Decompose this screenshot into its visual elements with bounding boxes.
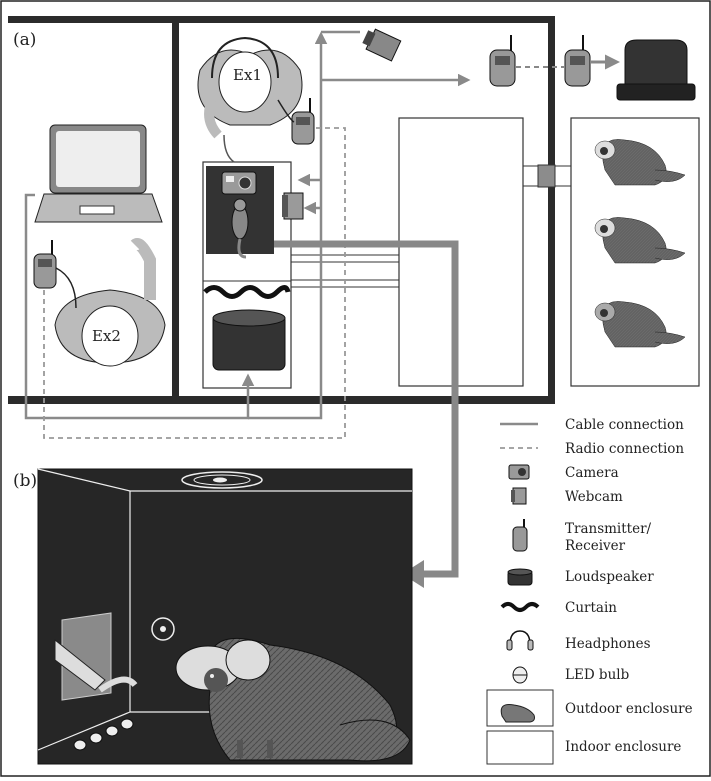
box-monkey bbox=[231, 198, 249, 259]
marmoset-in-room bbox=[175, 637, 411, 762]
legend-curtain: Curtain bbox=[565, 600, 617, 616]
legend-receiver: Receiver bbox=[565, 538, 626, 554]
legend-headphones: Headphones bbox=[565, 636, 651, 652]
legend-led-icon bbox=[512, 666, 528, 684]
cable-lines bbox=[24, 30, 471, 420]
legend-curtain-icon bbox=[500, 602, 540, 612]
panel-a-label: (a) bbox=[13, 30, 36, 50]
legend-cable: Cable connection bbox=[565, 417, 684, 433]
panel-b-label: (b) bbox=[13, 471, 37, 491]
screen-panel bbox=[54, 612, 138, 701]
legend-loudspeaker: Loudspeaker bbox=[565, 569, 654, 585]
loudspeaker-icon bbox=[212, 309, 286, 371]
outdoor-monkey-3 bbox=[594, 301, 686, 348]
legend-camera: Camera bbox=[565, 465, 619, 481]
video-feed-arrowhead bbox=[402, 560, 424, 588]
legend-led: LED bulb bbox=[565, 667, 629, 683]
tunnel bbox=[523, 164, 571, 188]
ceiling-webcam bbox=[362, 28, 402, 62]
experimenter-2: Ex2 bbox=[54, 238, 166, 367]
legend-transmitter: Transmitter/ bbox=[565, 521, 652, 537]
legend-webcam-icon bbox=[511, 487, 527, 505]
video-feed-cable bbox=[274, 240, 459, 578]
radio-lines bbox=[43, 127, 346, 439]
outdoor-monkey-1 bbox=[594, 139, 686, 186]
legend-headphones-icon bbox=[506, 630, 534, 651]
legend-indoor-icon bbox=[486, 730, 554, 765]
wall-led-target bbox=[151, 617, 175, 641]
legend-camera-icon bbox=[508, 464, 530, 480]
legend-loudspeaker-icon bbox=[507, 568, 533, 586]
outdoor-loudspeaker bbox=[616, 39, 696, 101]
transmitter-top-1 bbox=[489, 35, 516, 87]
transmitter-ex2 bbox=[33, 240, 57, 289]
legend: Cable connection Radio connection Camera… bbox=[486, 417, 693, 765]
legend-outdoor: Outdoor enclosure bbox=[565, 701, 693, 717]
legend-radio: Radio connection bbox=[565, 441, 684, 457]
led-bulbs bbox=[73, 718, 134, 751]
camera-icon bbox=[221, 171, 257, 195]
outdoor-monkey-2 bbox=[594, 217, 686, 264]
ex2-label: Ex2 bbox=[92, 327, 121, 345]
curtain-icon bbox=[203, 285, 291, 299]
webcam-icon bbox=[282, 192, 304, 220]
experimenter-1: Ex1 bbox=[197, 36, 303, 139]
laptop bbox=[34, 124, 163, 223]
transmitter-icon bbox=[291, 98, 315, 145]
ex1-label: Ex1 bbox=[233, 66, 262, 84]
legend-indoor: Indoor enclosure bbox=[565, 739, 681, 755]
legend-outdoor-icon bbox=[486, 689, 554, 727]
indoor-enclosure bbox=[398, 117, 524, 387]
building-walls bbox=[8, 16, 555, 404]
legend-webcam: Webcam bbox=[565, 489, 623, 505]
legend-transmitter-icon bbox=[512, 519, 528, 552]
